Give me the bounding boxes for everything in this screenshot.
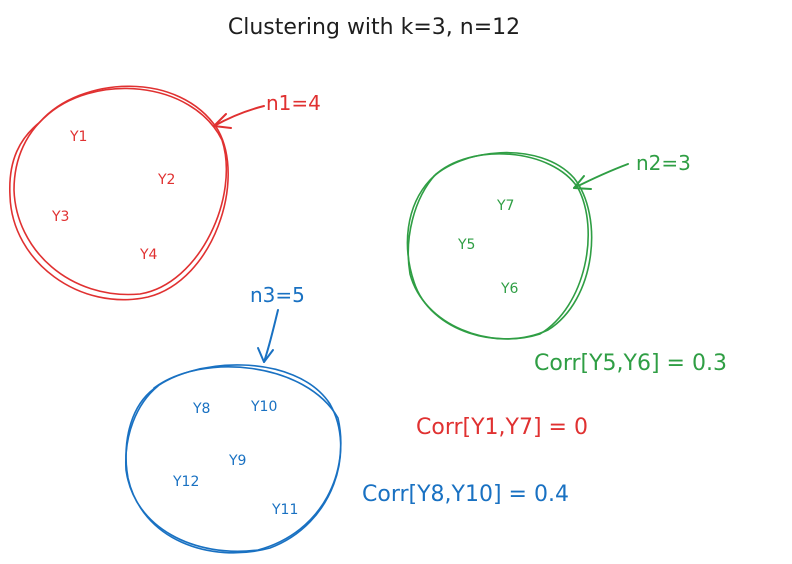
cluster-blue-item: Y10 [250,399,277,415]
correlation-blue: Corr[Y8,Y10] = 0.4 [362,482,569,507]
cluster-blue-item: Y12 [172,474,199,490]
cluster-blue-item: Y11 [271,502,298,518]
cluster-blue-item: Y9 [228,453,246,469]
cluster-red-count-arrow [213,105,265,127]
cluster-red-boundary [9,85,229,301]
cluster-green-item: Y5 [457,237,475,253]
cluster-blue-count-arrow [263,309,279,363]
cluster-red-count-label: n1=4 [266,91,321,115]
cluster-red-item: Y2 [157,172,175,188]
cluster-green: Y7 Y5 Y6 n2=3 [406,151,691,340]
cluster-blue-count-arrowhead [257,347,274,363]
correlation-red: Corr[Y1,Y7] = 0 [416,415,588,440]
cluster-red-count-arrowhead [213,113,232,129]
cluster-blue-item: Y8 [192,401,210,417]
cluster-red-item: Y1 [69,129,87,145]
cluster-green-item: Y7 [496,198,514,214]
correlation-green: Corr[Y5,Y6] = 0.3 [534,351,727,376]
cluster-blue: Y8 Y10 Y9 Y12 Y11 n3=5 [125,283,342,554]
cluster-blue-boundary-sketch [125,366,342,552]
cluster-blue-count-label: n3=5 [250,283,305,307]
cluster-green-count-label: n2=3 [636,151,691,175]
cluster-green-item: Y6 [500,281,519,297]
cluster-blue-boundary [125,364,342,554]
cluster-red-item: Y4 [139,247,158,263]
cluster-green-boundary-sketch [407,153,589,340]
cluster-green-count-arrowhead [573,175,592,190]
cluster-red-item: Y3 [51,209,69,225]
cluster-green-count-arrow [573,163,629,189]
cluster-red: Y1 Y2 Y3 Y4 n1=4 [9,85,321,301]
diagram-title: Clustering with k=3, n=12 [228,15,520,40]
cluster-red-boundary-sketch [13,87,227,296]
